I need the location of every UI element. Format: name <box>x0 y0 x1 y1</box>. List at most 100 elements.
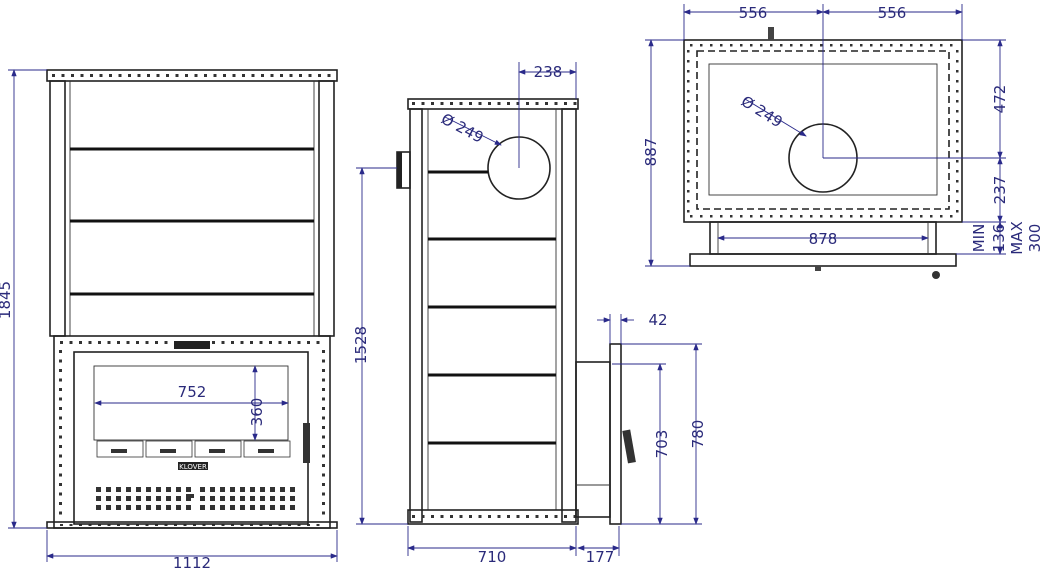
rivet <box>780 215 783 218</box>
rivet <box>740 44 743 47</box>
rivet <box>790 44 793 47</box>
overall-height-label: 1845 <box>0 281 14 319</box>
rivet <box>478 102 482 105</box>
rivet <box>535 102 539 105</box>
rivet <box>200 496 205 501</box>
rivet <box>322 378 325 382</box>
rivet <box>431 102 434 105</box>
max-label: MAX <box>1008 221 1026 254</box>
rivet <box>220 496 225 501</box>
rivet <box>478 515 482 518</box>
rivet <box>116 496 121 501</box>
rivet <box>88 524 92 526</box>
rivet <box>280 496 285 501</box>
rivet <box>117 341 120 344</box>
rivet <box>730 44 733 47</box>
rivet <box>687 210 690 213</box>
rivet <box>316 341 320 344</box>
rivet <box>204 74 207 77</box>
rivet <box>526 515 529 518</box>
rivet <box>890 215 893 218</box>
rivet <box>322 426 325 429</box>
rivet <box>137 74 141 77</box>
rivet <box>421 515 425 518</box>
rivet <box>687 80 690 83</box>
rivet <box>327 74 331 77</box>
rivet <box>880 215 883 218</box>
rivet <box>98 341 101 344</box>
rivet <box>156 487 161 492</box>
rivet <box>221 341 225 344</box>
rivet <box>250 505 255 510</box>
rivet <box>280 74 283 77</box>
rivet <box>186 505 191 510</box>
brand-label: KLOVER <box>179 463 207 471</box>
rivet <box>322 388 325 391</box>
rivet <box>940 44 943 47</box>
rivet <box>526 102 529 105</box>
top-flue-diameter-label: Ø 249 <box>738 92 786 131</box>
rivet <box>497 102 501 105</box>
rivet <box>213 74 217 77</box>
rivet <box>750 215 753 218</box>
window-height-label: 360 <box>248 398 266 427</box>
rivet <box>459 102 463 105</box>
rivet <box>259 341 263 344</box>
max-value: 300 <box>1026 224 1044 253</box>
vent-panel <box>194 440 242 458</box>
rivet <box>155 524 158 526</box>
rivet <box>166 505 171 510</box>
rivet <box>230 505 235 510</box>
rivet <box>220 487 225 492</box>
rivet <box>431 515 434 518</box>
rivet <box>322 492 325 496</box>
rivet <box>956 180 959 183</box>
rivet <box>687 160 690 163</box>
half-width-right-label: 556 <box>878 4 907 22</box>
rivet <box>59 483 62 486</box>
rivet <box>920 215 923 218</box>
vent-panel <box>243 440 291 458</box>
rivet <box>147 74 150 77</box>
rivet <box>106 487 111 492</box>
rivet <box>200 505 205 510</box>
rivet <box>156 496 161 501</box>
rivet <box>269 524 272 526</box>
rivet <box>930 44 933 47</box>
rivet <box>956 150 959 153</box>
rivet <box>956 70 959 73</box>
rivet <box>870 44 873 47</box>
rivet <box>59 359 62 363</box>
rivet <box>193 524 196 526</box>
overall-width-label: 1112 <box>173 554 211 572</box>
rivet <box>194 74 198 77</box>
rivet <box>956 130 959 133</box>
rivet <box>760 44 763 47</box>
rivet <box>164 524 168 526</box>
rivet <box>240 341 244 344</box>
rivet <box>186 487 191 492</box>
rivet <box>136 505 141 510</box>
rivet <box>956 110 959 113</box>
rivet <box>687 150 690 153</box>
rivet <box>230 487 235 492</box>
rivet <box>136 487 141 492</box>
min-label: MIN <box>970 224 988 253</box>
rivet <box>956 80 959 83</box>
rivet <box>270 74 274 77</box>
rivet <box>259 524 263 526</box>
rivet <box>810 44 813 47</box>
rivet <box>720 44 723 47</box>
rivet <box>687 90 690 93</box>
vent-panel <box>96 440 144 458</box>
top-depth-label: 887 <box>642 138 660 167</box>
rivet <box>687 70 690 73</box>
rivet <box>469 515 472 518</box>
rivet <box>96 496 101 501</box>
rivet <box>59 473 62 477</box>
rivet <box>322 435 325 439</box>
rivet <box>900 44 903 47</box>
rivet <box>202 524 206 526</box>
rivet <box>240 496 245 501</box>
rivet <box>269 341 272 344</box>
